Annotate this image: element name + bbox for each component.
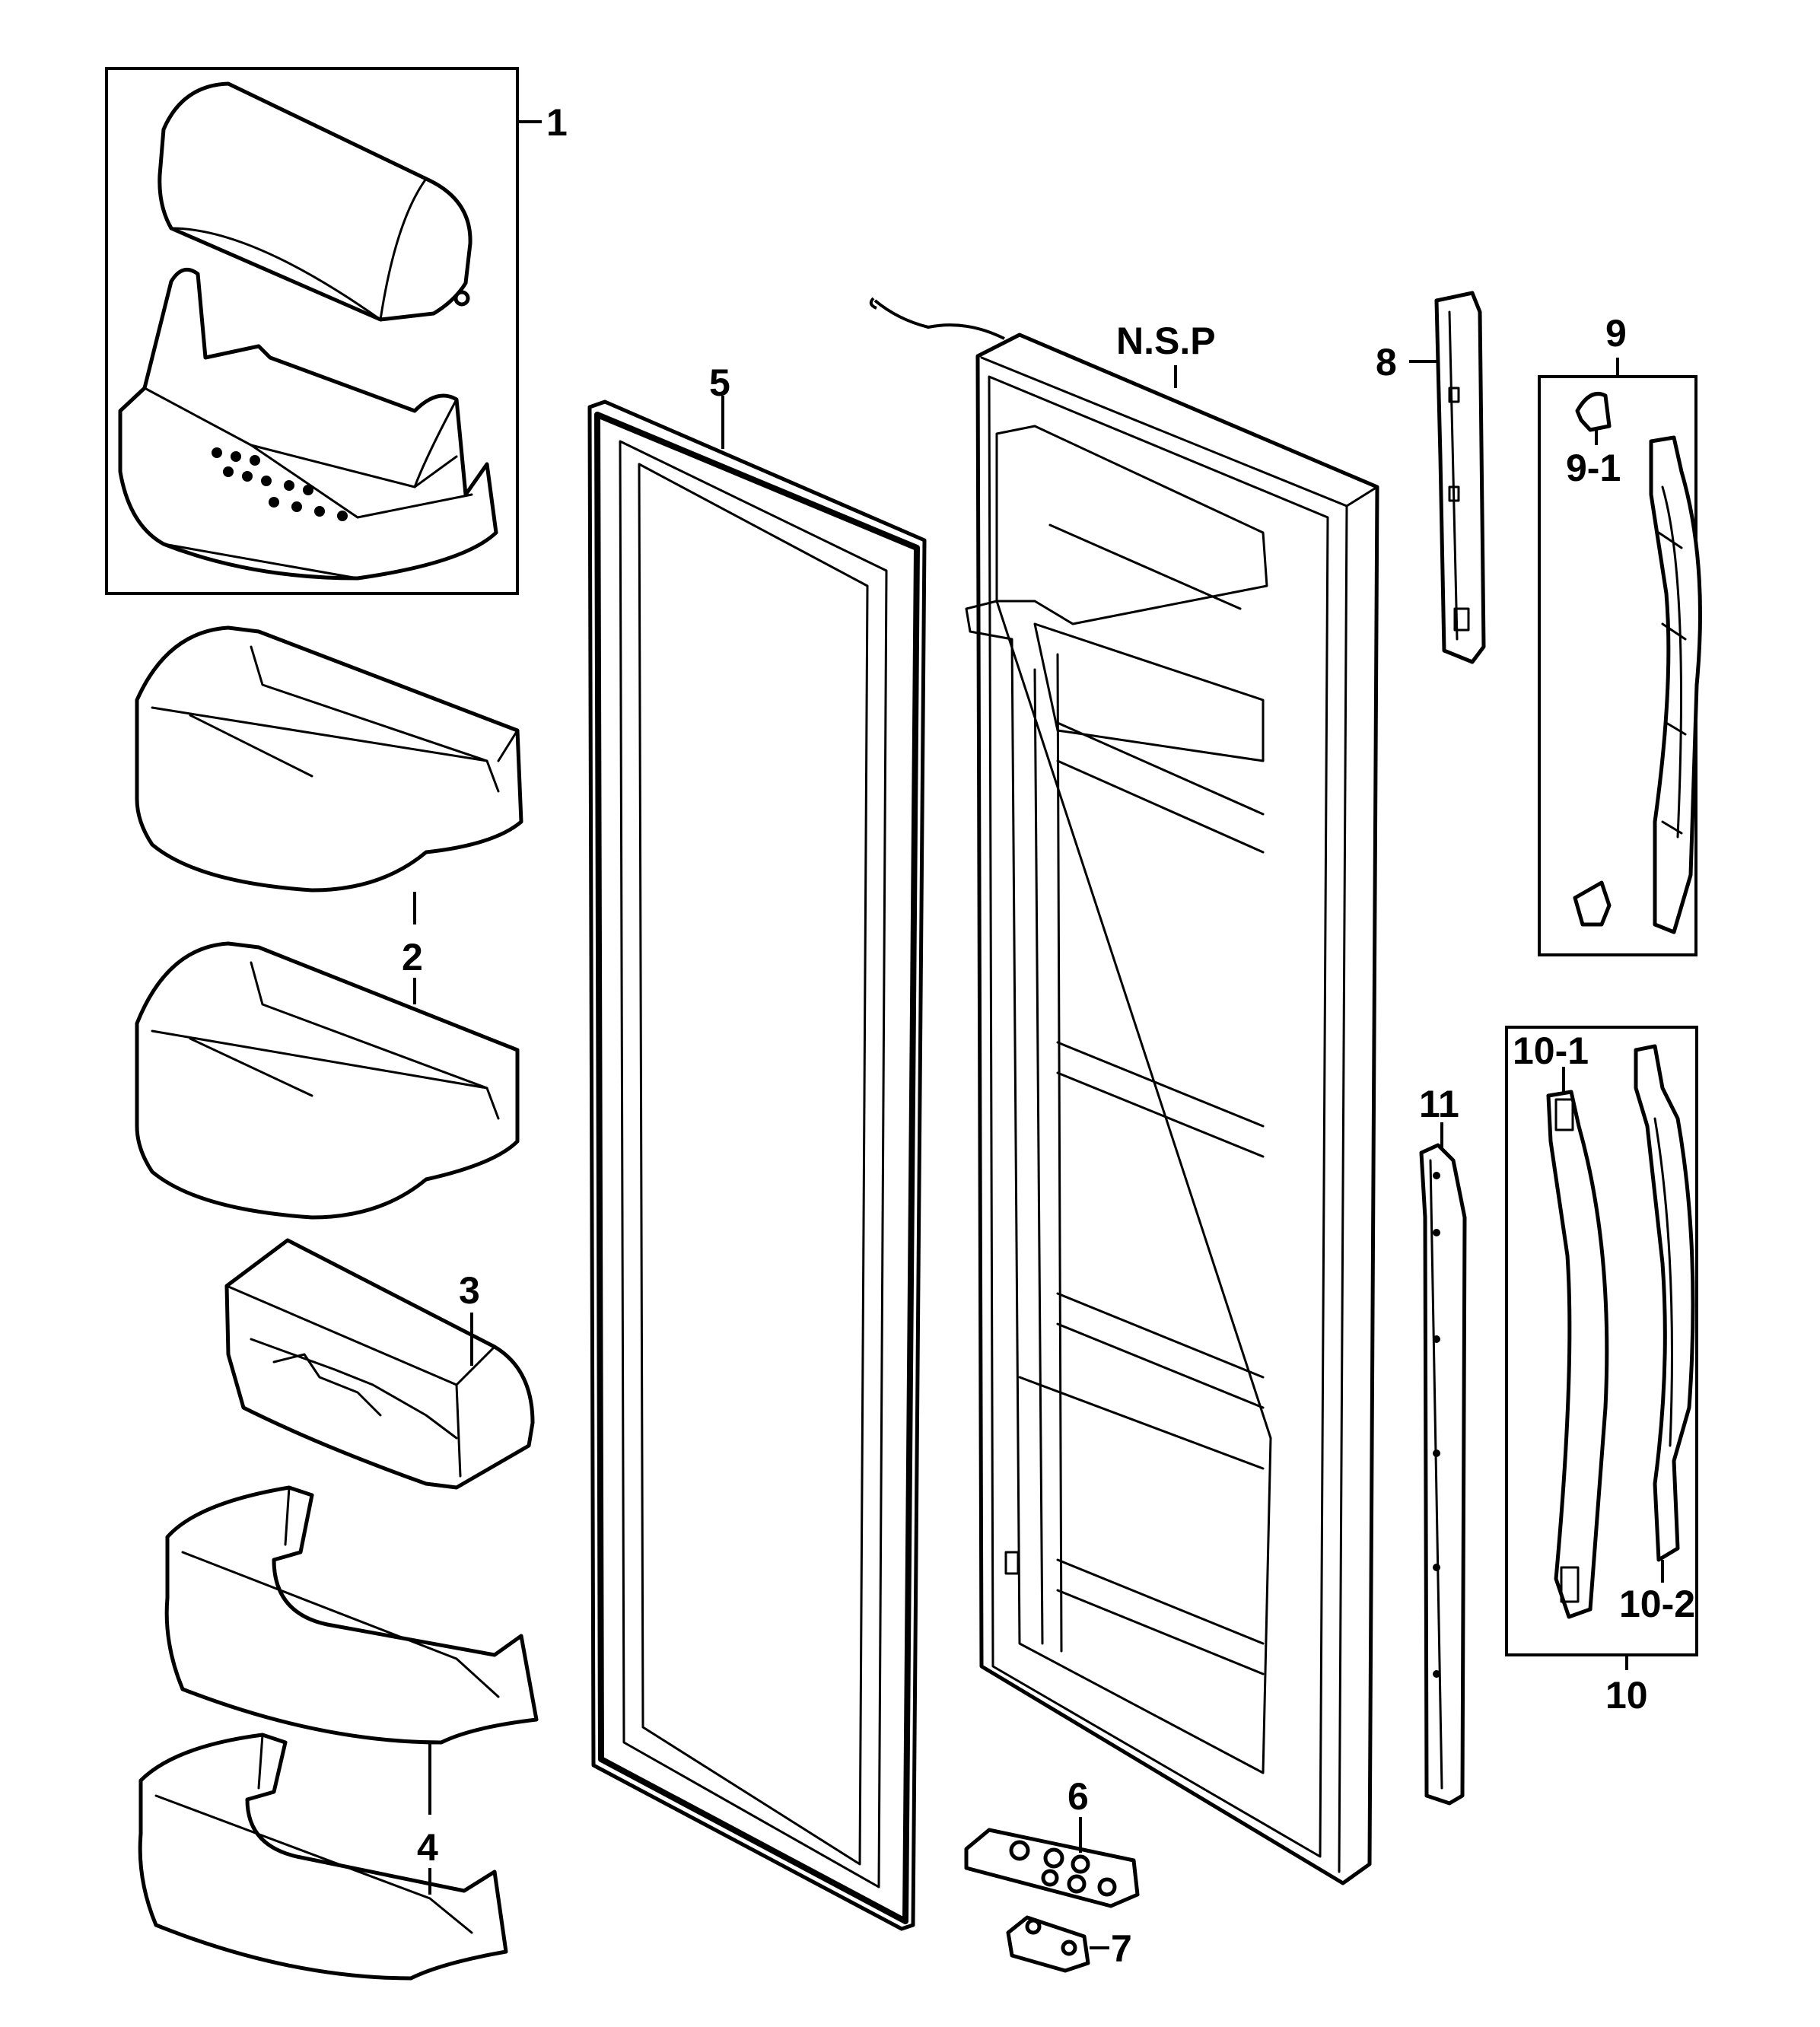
part-4-door-guards: 4 [138, 1485, 539, 1981]
nsp-door-liner: N.S.P [869, 297, 1379, 1885]
door-liner-outer [975, 333, 1379, 1885]
door-guard-upper [164, 1485, 539, 1745]
part-11-trim: 11 [1419, 1083, 1467, 1806]
callout-4: 4 [417, 1826, 438, 1869]
door-bin-lower [135, 941, 520, 1220]
callout-8: 8 [1376, 341, 1397, 383]
cap-trim [1434, 291, 1486, 664]
part-5-door-gasket: 5 [587, 361, 927, 1931]
handle-9 [1649, 435, 1702, 934]
door-bin-upper [135, 625, 523, 893]
callout-9: 9 [1605, 312, 1627, 355]
callout-2: 2 [402, 936, 423, 978]
dairy-bin-base [118, 267, 498, 581]
part-9-handle-assembly: 9 9-1 [1538, 312, 1702, 956]
handle-10-1 [1546, 1090, 1609, 1619]
callout-11: 11 [1419, 1083, 1459, 1125]
handle-10-2 [1634, 1044, 1695, 1562]
callout-5: 5 [709, 361, 730, 404]
callout-10: 10 [1605, 1674, 1648, 1717]
part-1-group-box [105, 67, 519, 595]
hinge-cap [1006, 1915, 1090, 1973]
small-door-bin [224, 1238, 535, 1490]
part-7-cap: 7 [1006, 1915, 1132, 1973]
part-10-group-box [1505, 1026, 1698, 1656]
callout-6: 6 [1068, 1775, 1089, 1818]
handle-clip-upper [1575, 392, 1612, 432]
part-8-trim: 8 [1376, 291, 1486, 664]
door-wire [869, 297, 1005, 340]
part-2-door-bins: 2 [135, 625, 523, 1220]
door-liner-inner [995, 425, 1268, 625]
part-10-handle-assembly: 10-1 10-2 10 [1505, 1026, 1698, 1717]
part-6-plate: 6 [964, 1775, 1140, 1908]
callout-7: 7 [1111, 1927, 1132, 1970]
part-3-small-bin: 3 [224, 1238, 535, 1490]
callout-10-1: 10-1 [1513, 1029, 1589, 1072]
callout-3: 3 [459, 1269, 480, 1312]
callout-1: 1 [546, 101, 568, 144]
callout-10-2: 10-2 [1619, 1583, 1695, 1625]
callout-nsp: N.S.P [1116, 320, 1216, 362]
dairy-bin-holes [212, 447, 348, 521]
door-guard-lower [138, 1733, 508, 1981]
part-1-dairy-bin-assembly: 1 [105, 67, 568, 595]
callout-9-1: 9-1 [1566, 447, 1621, 489]
long-trim [1419, 1143, 1467, 1806]
handle-clip-lower [1573, 880, 1612, 927]
door-gasket [587, 399, 927, 1931]
dairy-bin-cover [158, 81, 473, 322]
